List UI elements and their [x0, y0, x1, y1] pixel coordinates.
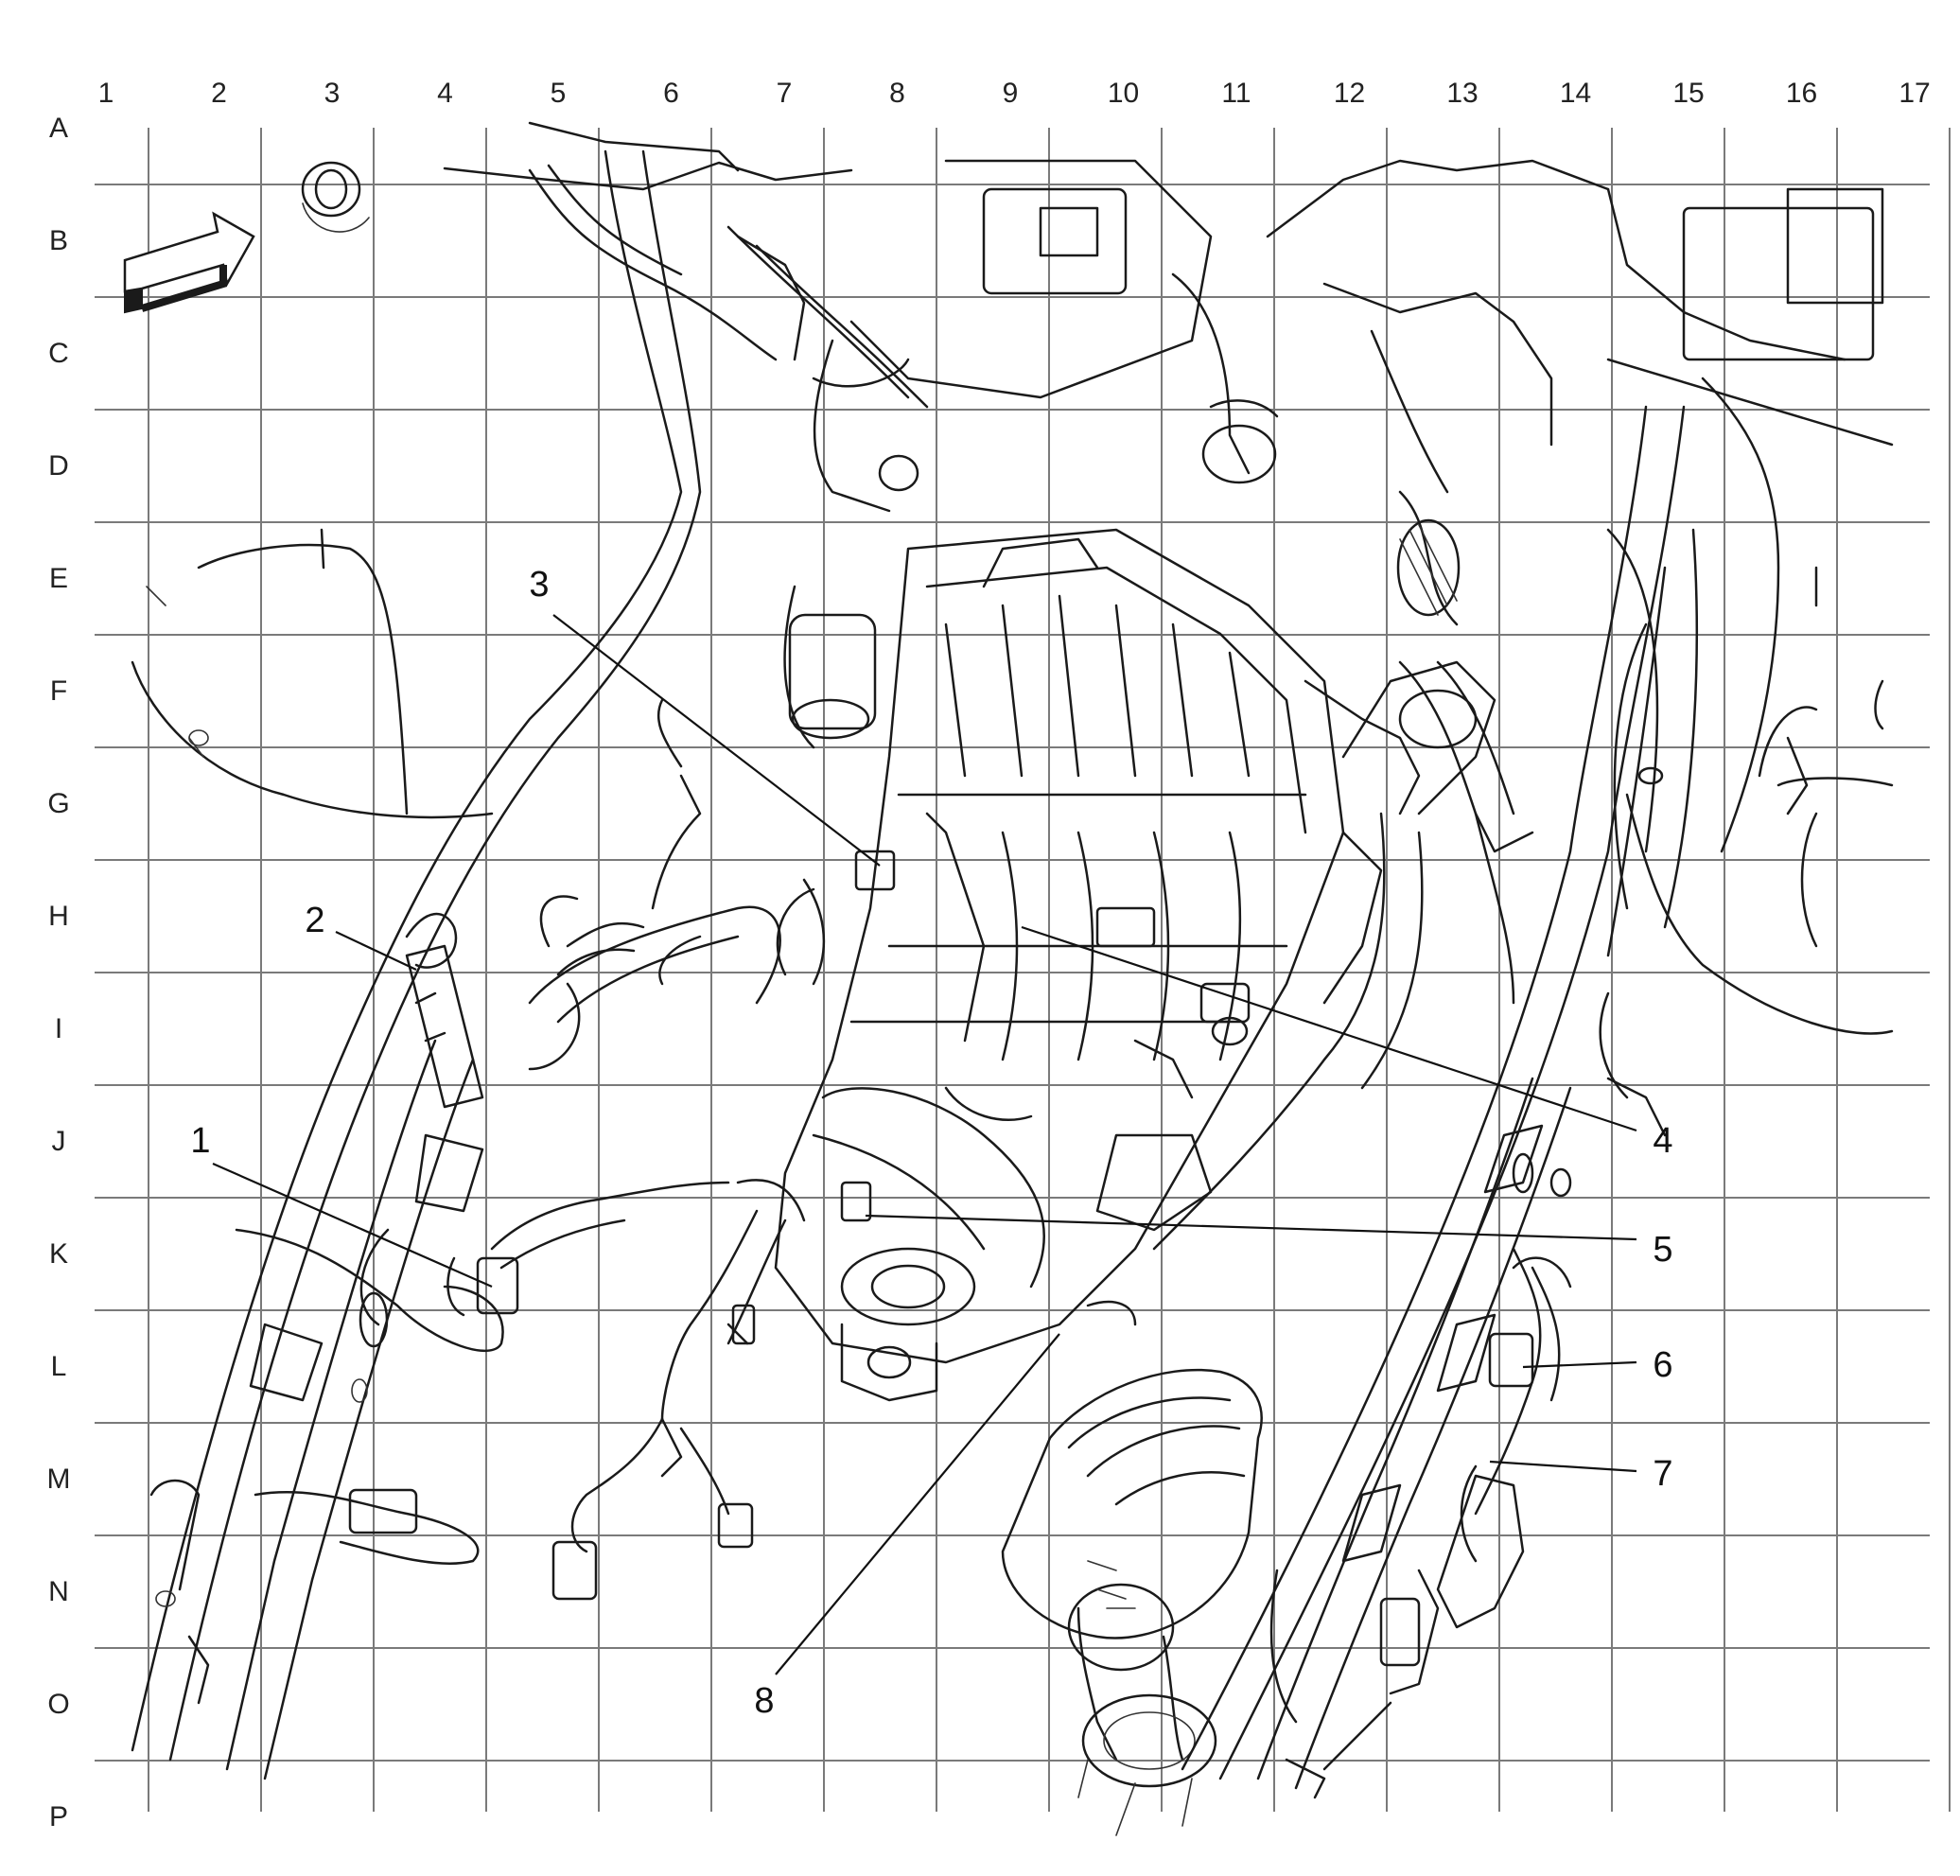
forward-direction-arrow-icon: [123, 211, 255, 314]
grid-row-label: F: [50, 675, 67, 707]
grid-column-label: 1: [98, 78, 114, 109]
grid-column-label: 3: [324, 78, 341, 109]
vehicle-underbody-line-art: [131, 121, 1894, 1836]
callout-7: 7: [1653, 1454, 1672, 1494]
grid-column-label: 6: [663, 78, 679, 109]
grid-column-label: 14: [1560, 78, 1591, 109]
grid-row-label: N: [48, 1576, 69, 1607]
grid-column-label: 17: [1899, 78, 1930, 109]
grid-column-label: 8: [889, 78, 905, 109]
grid-column-label: 16: [1786, 78, 1817, 109]
grid-row-label: I: [55, 1013, 62, 1044]
callout-8: 8: [754, 1681, 774, 1721]
callout-5: 5: [1653, 1230, 1672, 1270]
grid-row-label: M: [47, 1464, 71, 1495]
grid-column-label: 13: [1446, 78, 1478, 109]
reference-grid: [95, 128, 1951, 1812]
left-wheel-well: [131, 528, 494, 819]
callout-1: 1: [190, 1121, 210, 1161]
grid-row-label: C: [48, 338, 69, 369]
callout-leader-lines: [212, 614, 1637, 1675]
grid-row-label: P: [49, 1801, 68, 1832]
grid-row-label: J: [52, 1126, 66, 1157]
callout-labels: 1 2 3 4 5 6 7 8: [190, 565, 1672, 1721]
exhaust-system: [1001, 660, 1515, 1836]
grid-row-labels: A B C D E F G H I J K L M N O P: [47, 113, 71, 1832]
grid-row-label: G: [47, 788, 69, 819]
callout-6: 6: [1653, 1345, 1672, 1385]
transmission-assembly: [774, 528, 1534, 1402]
grid-column-label: 4: [437, 78, 453, 109]
left-frame-rail: [131, 149, 702, 1780]
grid-column-label: 15: [1672, 78, 1704, 109]
callout-2: 2: [305, 901, 324, 940]
grid-row-label: E: [49, 563, 68, 594]
grid-row-label: O: [47, 1689, 69, 1720]
grid-column-label: 10: [1108, 78, 1139, 109]
grid-row-label: D: [48, 450, 69, 482]
left-body-harness: [405, 698, 806, 1601]
callout-4: 4: [1653, 1121, 1672, 1161]
grid-column-label: 5: [551, 78, 567, 109]
right-wheel-well: [1606, 377, 1894, 1137]
grid-column-label: 9: [1003, 78, 1019, 109]
grid-column-label: 7: [777, 78, 793, 109]
grid-column-label: 2: [211, 78, 227, 109]
grid-row-label: A: [49, 113, 68, 144]
grid-column-label: 11: [1221, 78, 1251, 109]
grid-column-label: 12: [1334, 78, 1365, 109]
grid-row-label: B: [49, 225, 68, 256]
grid-row-label: H: [48, 901, 69, 932]
grid-row-label: L: [51, 1351, 67, 1382]
grid-row-label: K: [49, 1238, 68, 1270]
engine-compartment-harness: [301, 121, 1894, 626]
right-frame-rail: [1181, 405, 1686, 1799]
callout-3: 3: [529, 565, 549, 605]
